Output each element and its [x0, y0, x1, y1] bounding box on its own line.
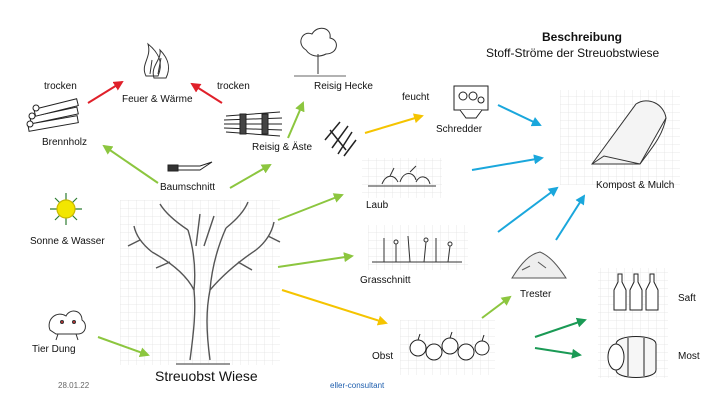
label-saft: Saft	[678, 293, 696, 304]
arrow-obst-most	[534, 347, 582, 359]
arrow-obst-trester	[481, 295, 512, 319]
edge-label-feucht: feucht	[402, 92, 430, 103]
arrow-wiese-grasschnitt	[277, 252, 354, 268]
label-streuobst-wiese: Streuobst Wiese	[155, 368, 258, 384]
label-tier-dung: Tier Dung	[32, 344, 76, 355]
arrow-laub-kompost	[471, 154, 544, 171]
label-kompost: Kompost & Mulch	[596, 180, 675, 191]
arrow-wiese-obst	[281, 289, 388, 326]
compost-pile-icon	[591, 100, 667, 165]
grid-paper-tree	[120, 200, 280, 365]
streuobst-tree-icon	[127, 201, 281, 365]
grass-icon	[372, 235, 462, 263]
leaves-icon	[368, 165, 436, 187]
twigs-icon	[324, 121, 357, 157]
diagram-title: Beschreibung	[542, 30, 623, 44]
juice-bottles-icon	[613, 273, 659, 311]
label-grasschnitt: Grasschnitt	[360, 275, 411, 286]
arrow-baumschnitt-reisig	[229, 164, 272, 189]
label-sonne: Sonne & Wasser	[30, 236, 105, 247]
arrow-brennholz-feuer	[87, 80, 124, 104]
label-brennholz: Brennholz	[42, 137, 88, 148]
label-reisig-aeste: Reisig & Äste	[252, 142, 313, 153]
fire-icon	[143, 42, 169, 79]
arrow-reisig-hecke	[287, 101, 305, 139]
edge-label-trocken-left: trocken	[44, 81, 77, 92]
shredder-icon	[453, 85, 489, 119]
arrow-trester-kompost	[555, 194, 586, 241]
arrow-schredder-kompost	[497, 104, 542, 127]
arrow-wiese-laub	[277, 193, 344, 221]
label-baumschnitt: Baumschnitt	[160, 182, 216, 193]
label-most: Most	[678, 351, 700, 362]
knife-icon	[167, 161, 213, 172]
barrel-icon	[607, 336, 657, 378]
fruit-icon	[409, 331, 490, 361]
diagram-subtitle: Stoff-Ströme der Streuobstwiese	[486, 46, 660, 60]
hedge-tree-icon	[294, 27, 346, 77]
arrow-reisig-schredder	[364, 113, 424, 134]
arrow-reisig-feuer	[190, 82, 223, 104]
footer-brand: eller-consultant	[330, 381, 385, 390]
label-trester: Trester	[520, 289, 552, 300]
label-reisig-hecke: Reisig Hecke	[314, 81, 373, 92]
footer-date: 28.01.22	[58, 381, 90, 390]
arrow-dung-wiese	[97, 336, 150, 357]
arrow-baumschnitt-brennholz	[102, 144, 159, 184]
pomace-heap-icon	[511, 251, 567, 279]
label-schredder: Schredder	[436, 124, 483, 135]
label-feuer: Feuer & Wärme	[122, 94, 193, 105]
firewood-icon	[26, 98, 79, 132]
brushwood-bundle-icon	[223, 111, 283, 137]
edge-label-trocken-right: trocken	[217, 81, 250, 92]
animals-icon	[48, 310, 86, 341]
arrow-obst-saft	[534, 317, 587, 338]
arrow-gras-kompost	[497, 186, 559, 233]
sun-icon	[50, 193, 82, 225]
label-laub: Laub	[366, 200, 389, 211]
label-obst: Obst	[372, 351, 394, 362]
grid-paper-gras	[368, 225, 468, 270]
